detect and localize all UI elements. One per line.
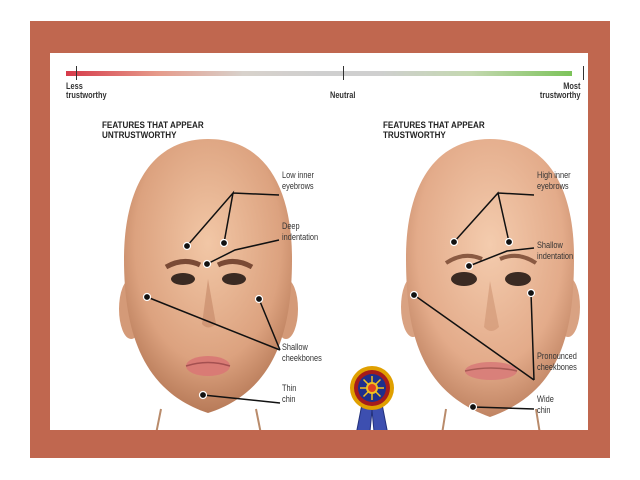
marker-dot	[198, 390, 208, 400]
marker-dot	[219, 238, 229, 248]
marker-dot	[449, 237, 459, 247]
marker-dot	[504, 237, 514, 247]
award-ribbon-icon	[350, 366, 394, 430]
marker-dot	[409, 290, 419, 300]
scale-tick-left	[76, 66, 77, 80]
scale-label-neutral: Neutral	[330, 90, 356, 100]
marker-dot	[526, 288, 536, 298]
marker-dot	[468, 402, 478, 412]
trust-scale-bar	[66, 71, 572, 76]
marker-dot	[464, 261, 474, 271]
trustworthy-face	[401, 139, 580, 430]
marker-dot	[202, 259, 212, 269]
leader-lines	[142, 190, 536, 412]
marker-dot	[182, 241, 192, 251]
marker-dot	[254, 294, 264, 304]
scale-tick-center	[343, 66, 344, 80]
untrustworthy-face	[119, 139, 298, 430]
scale-tick-right	[583, 66, 584, 80]
marker-dot	[142, 292, 152, 302]
